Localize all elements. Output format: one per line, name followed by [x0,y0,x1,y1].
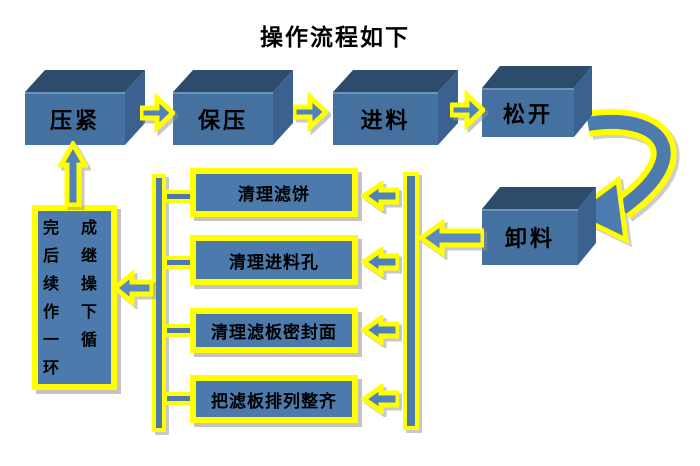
loop-note-box: 完成 后继 续操 作下 一循 环 [32,205,117,390]
flow-arrow-right-icon [450,90,485,130]
cube-side-face [574,66,592,137]
step-box-feed: 进料 [333,70,458,145]
cube-top-face [173,70,293,92]
page-title: 操作流程如下 [260,25,410,50]
task-left-arrow-icon [361,181,399,211]
cube-top-face [482,187,596,209]
task-box-clean-filter-cake: 清理滤饼 [190,168,358,217]
step-box-press: 压紧 [25,70,145,145]
task-left-arrow-icon [361,384,399,414]
step-label: 保压 [173,92,273,145]
loopbox-left-arrow-icon [112,270,153,306]
step-label: 松开 [482,88,574,137]
cube-side-face [125,70,145,145]
step-label: 卸料 [482,209,578,265]
loop-note-line: 一循 [43,332,120,349]
task-box-align-plates: 把滤板排列整齐 [190,375,358,423]
loop-note-line: 续操 [43,276,120,293]
task-left-arrow-icon [361,315,399,345]
unload-left-arrow-icon [418,219,484,257]
loop-note-line: 后继 [43,248,120,265]
loop-note-line: 作下 [43,304,120,321]
cube-side-face [273,70,293,145]
task-box-clean-seal-face: 清理滤板密封面 [190,308,358,353]
connector-bar-right [403,172,419,430]
task-box-clean-feed-hole: 清理进料孔 [190,235,358,285]
up-arrow-icon [58,141,88,207]
step-box-hold-pressure: 保压 [173,70,293,145]
cube-top-face [482,66,592,88]
step-box-loosen: 松开 [482,66,592,137]
cube-side-face [578,187,596,265]
flow-arrow-right-icon [293,92,328,132]
cube-top-face [25,70,145,92]
task-left-arrow-icon [361,247,399,277]
cube-side-face [438,70,458,145]
loop-note-line: 完成 [43,220,120,237]
cube-top-face [333,70,458,92]
flow-arrow-right-icon [140,93,175,133]
step-box-unload: 卸料 [482,187,596,265]
loop-note-line: 环 [43,360,82,377]
step-label: 压紧 [25,92,125,145]
step-label: 进料 [333,92,438,145]
connector-bar-left [152,174,166,432]
